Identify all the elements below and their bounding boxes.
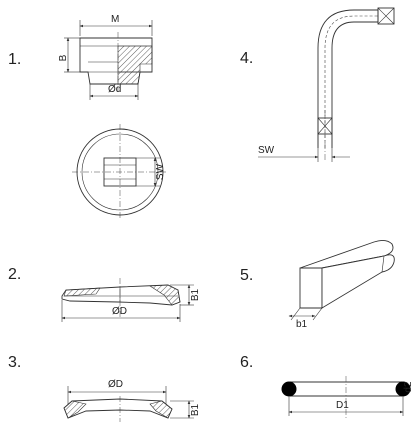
item-3-number: 3. xyxy=(8,354,21,371)
item-1-top-view: SW xyxy=(72,124,168,220)
d1-label: D1 xyxy=(336,400,349,411)
item-2-sealing-ring: 2. B1 ØD xyxy=(8,266,201,322)
key-end-edge xyxy=(381,255,385,273)
od-label-item-3: ØD xyxy=(108,379,123,390)
hex-key-hidden-line xyxy=(324,15,378,148)
item-1-screw-plug-section: 1. M B Ød xyxy=(8,14,153,100)
b-label: B xyxy=(58,54,69,61)
sealing-ring-hatch-left xyxy=(63,287,101,297)
sw-label-top-view: SW xyxy=(155,163,166,180)
b1-label-item-3: B1 xyxy=(190,403,201,416)
item-5-number: 5. xyxy=(240,267,253,284)
section-hatch-lower xyxy=(117,71,141,85)
b1-extension-left-item-5 xyxy=(290,307,301,321)
o-ring-left-section xyxy=(281,381,297,397)
key-side-face xyxy=(321,254,395,309)
conical-ring-hatch-right xyxy=(149,400,173,419)
d-label: Ød xyxy=(108,84,121,95)
item-5-key-bar: 5. b1 xyxy=(240,239,395,330)
od-label-item-2: ØD xyxy=(112,306,127,317)
item-6-number: 6. xyxy=(240,354,253,371)
sw-label-item-4: SW xyxy=(258,145,275,156)
item-2-number: 2. xyxy=(8,266,21,283)
hex-key-top-end-diagonal-2 xyxy=(377,7,395,25)
conical-ring-hatch-left xyxy=(63,400,87,419)
item-4-number: 4. xyxy=(240,50,253,67)
section-hatch-upper xyxy=(117,45,153,73)
item-1-number: 1. xyxy=(8,51,21,68)
item-4-hex-key: 4. SW xyxy=(240,7,395,162)
b1-label-item-2: B1 xyxy=(190,288,201,301)
hex-key-top-end xyxy=(377,7,395,25)
o-ring-right-section xyxy=(395,381,411,397)
hex-socket-outline xyxy=(103,157,137,187)
d2-label: d2 xyxy=(403,381,413,393)
hex-key-outline xyxy=(317,9,379,148)
m-label: M xyxy=(111,14,119,25)
key-front-face xyxy=(299,267,323,309)
item-3-conical-ring: 3. ØD B1 xyxy=(8,354,201,422)
b1-label-item-5: b1 xyxy=(296,319,308,330)
b1-extension-right-item-5 xyxy=(312,307,323,321)
item-6-o-ring: 6. D1 d2 xyxy=(240,354,413,420)
sealing-ring-hatch-right xyxy=(149,284,181,306)
